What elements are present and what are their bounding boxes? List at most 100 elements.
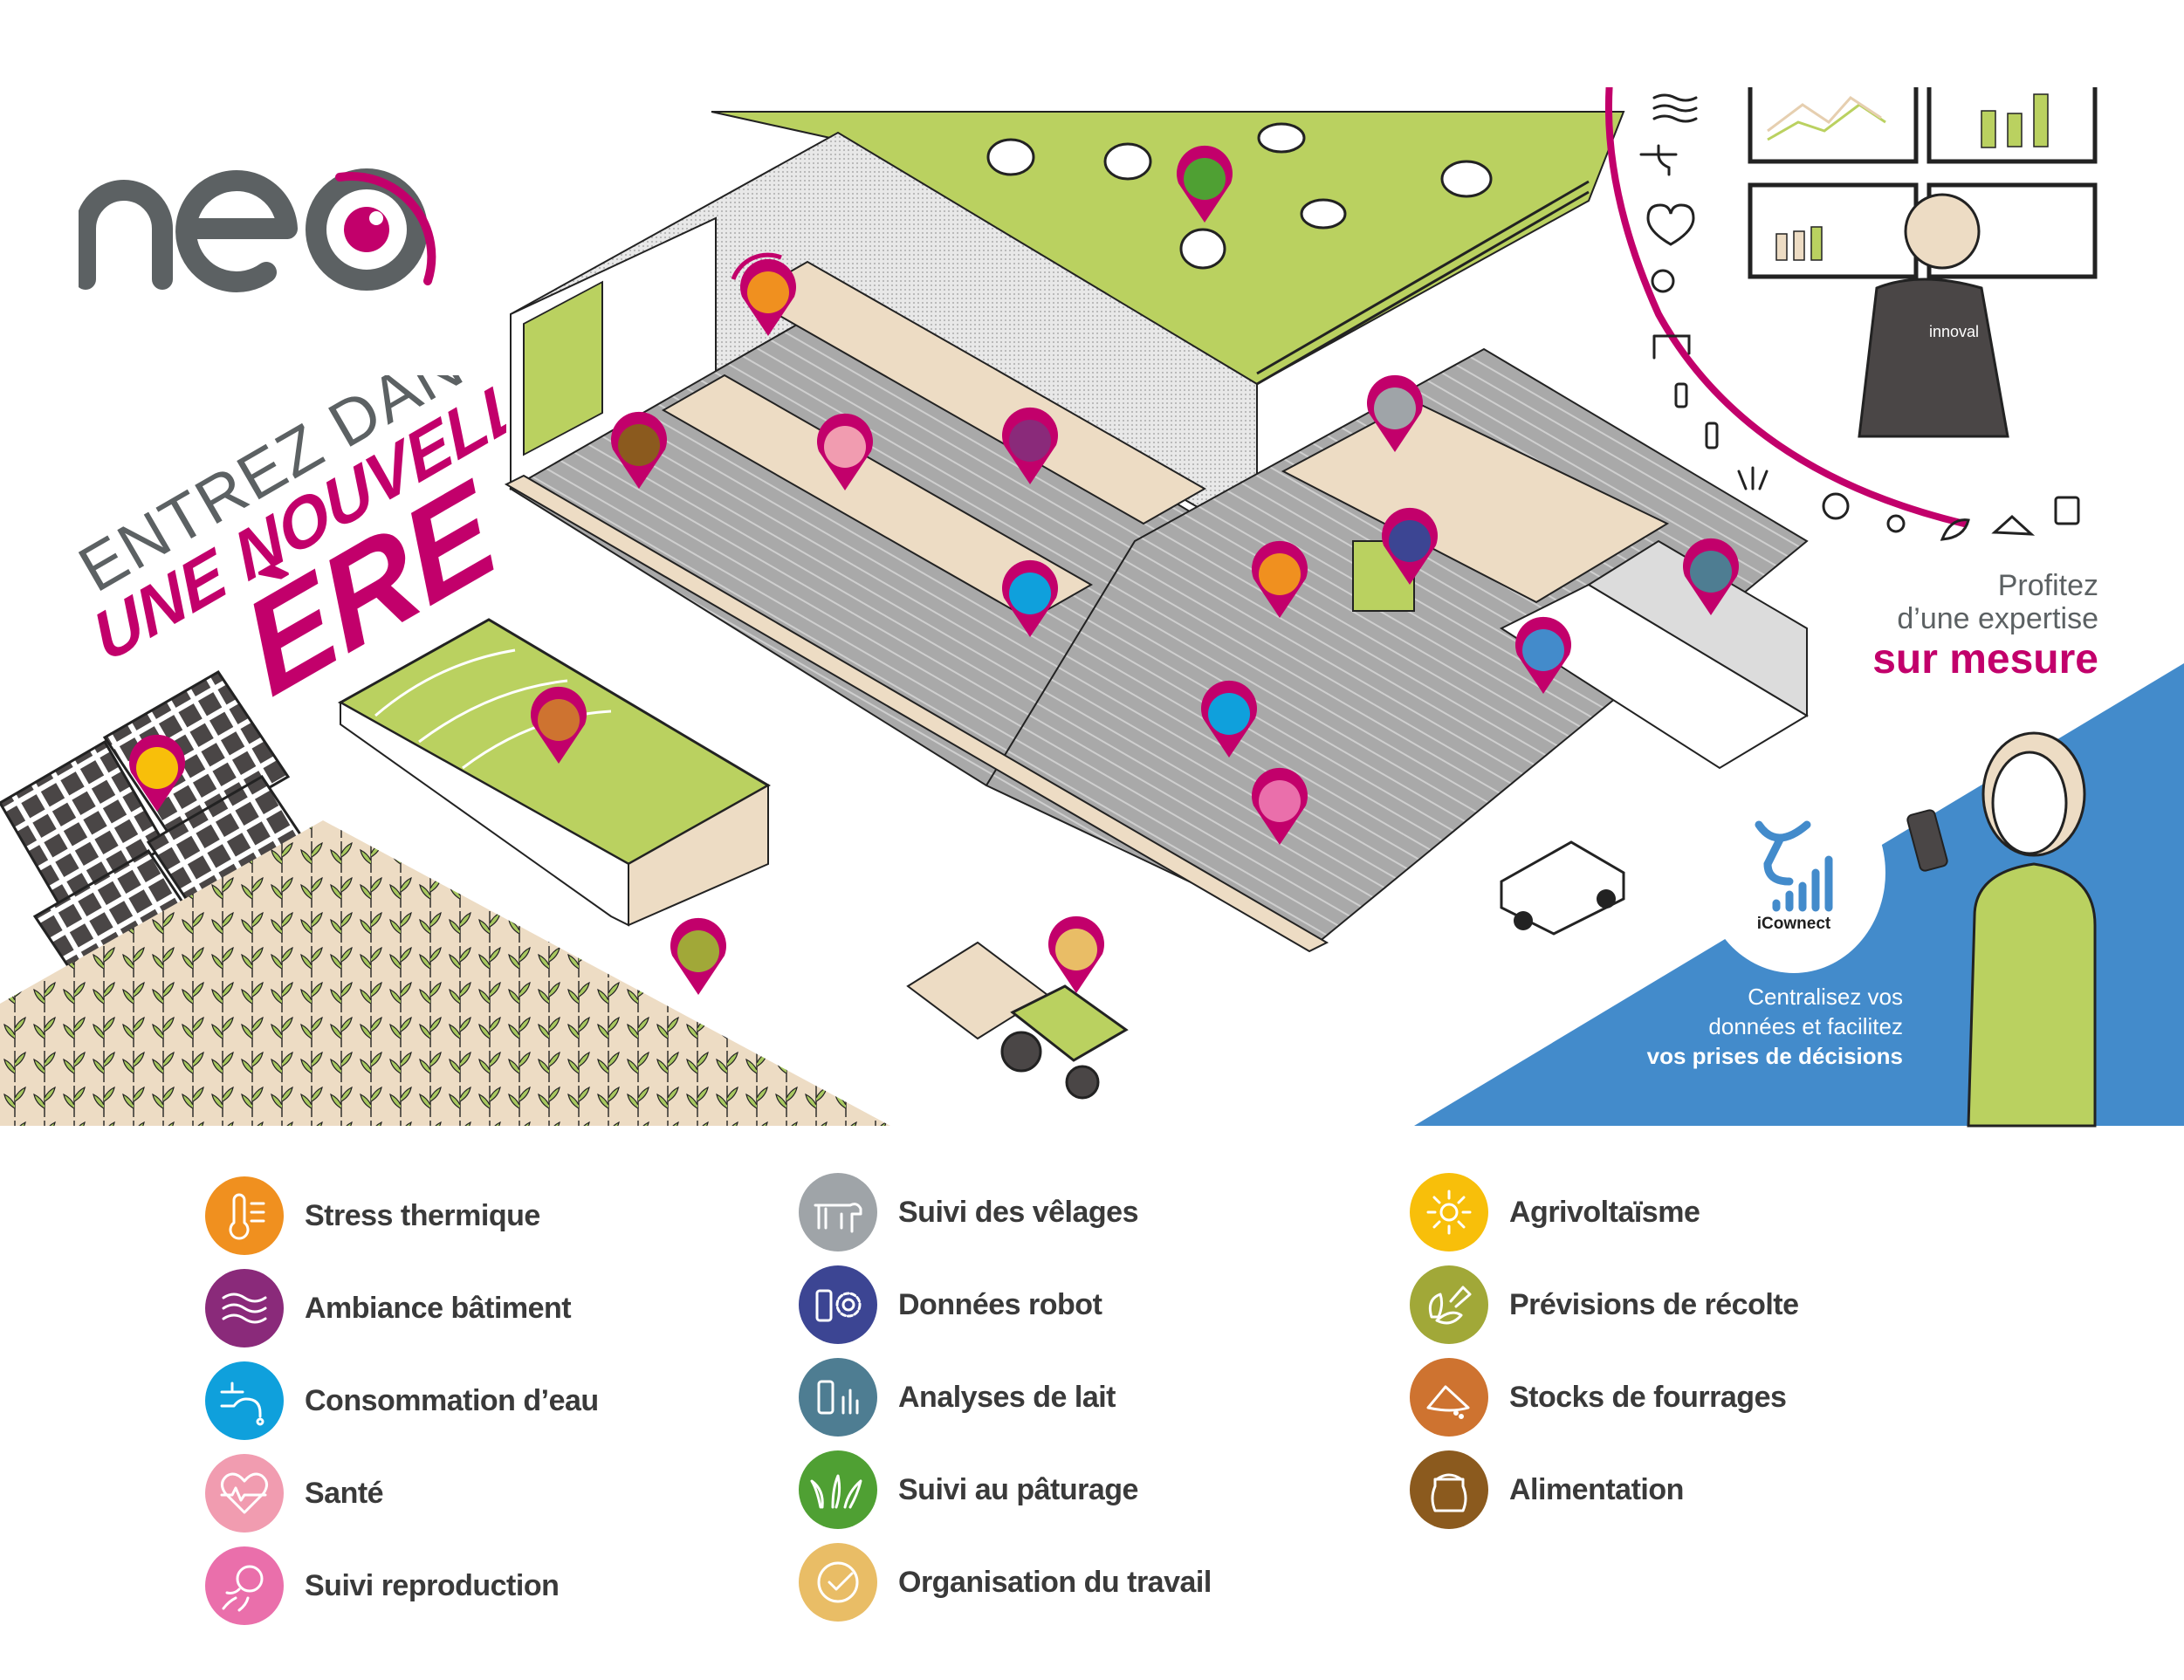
expertise-line-1: Profitez [1997, 569, 2098, 602]
grass-icon [799, 1450, 877, 1529]
pin-stocks-fourrages [531, 686, 587, 764]
pin-donnees-robot [1382, 507, 1438, 585]
water-tap-icon [205, 1361, 284, 1440]
pin-suivi-paturage [1177, 145, 1233, 223]
corn-field [0, 820, 890, 1126]
pasture-cows [986, 122, 1493, 270]
expertise-line-3: sur mesure [1872, 636, 2098, 682]
sun-icon [1410, 1173, 1488, 1251]
pin-stress-thermique [731, 252, 796, 336]
pin-organisation-travail [1048, 915, 1104, 993]
pin-consommation-eau-2 [1201, 680, 1257, 758]
neo-logo [79, 148, 463, 297]
thermometer-icon [205, 1176, 284, 1255]
pin-velages [1367, 374, 1423, 452]
feeding-alley [504, 474, 1329, 953]
arc-waves-icon [1652, 93, 1698, 123]
tractor [906, 941, 1129, 1100]
legend-item: Prévisions de récolte [1410, 1258, 1799, 1351]
reproduction-icon [205, 1546, 284, 1625]
arc-heart-icon [1646, 203, 1695, 246]
arc-calf-icon [1652, 334, 1691, 360]
arc-grass-icon [1737, 466, 1768, 490]
legend-label: Organisation du travail [898, 1565, 1212, 1599]
legend-label: Prévisions de récolte [1509, 1287, 1799, 1321]
pin-icownect [1515, 616, 1571, 694]
pin-reproduction [1252, 767, 1308, 845]
slogan: ENTREZ DANS UNE NOUVELLE ÈRE [70, 375, 506, 742]
farmer-woman [1906, 731, 2097, 1128]
legend-item: Agrivoltaïsme [1410, 1166, 1799, 1258]
arc-icon-list [1639, 93, 2080, 541]
pin-stress-thermique-2 [1252, 540, 1308, 618]
icownect-line-2: données et facilitez [1708, 1013, 1903, 1039]
cubicle-row [661, 374, 1094, 621]
heart-pulse-icon [205, 1454, 284, 1533]
legend-item: Suivi au pâturage [799, 1443, 1212, 1536]
pin-consommation-eau [1002, 559, 1058, 637]
icownect-line-3: vos prises de décisions [1646, 1043, 1903, 1069]
expertise-caption: Profitez d’une expertise sur mesure [1872, 569, 2098, 684]
farm-illustration: innoval [0, 87, 2184, 1130]
innoval-operator: innoval [1858, 193, 2009, 438]
arc-sun-icon [1886, 514, 1906, 533]
milk-robot-gear-icon [799, 1265, 877, 1344]
corn-icon [1410, 1265, 1488, 1344]
milk-analysis-icon [799, 1358, 877, 1437]
pin-agrivoltaisme [129, 734, 185, 812]
legend-label: Suivi des vêlages [898, 1195, 1139, 1229]
pin-ambiance [1002, 407, 1058, 484]
clock-check-icon [799, 1543, 877, 1622]
map-pins [129, 145, 1739, 995]
legend-label: Données robot [898, 1287, 1102, 1321]
legend-label: Suivi au pâturage [898, 1472, 1138, 1506]
legend-label: Stress thermique [305, 1198, 540, 1232]
expertise-arc [1604, 87, 1968, 527]
icownect-logo [1755, 820, 1833, 912]
expertise-line-2: d’une expertise [1897, 602, 2098, 635]
monitor-bars [1775, 93, 2049, 261]
arc-milk-icon [1705, 422, 1719, 449]
operator-shirt-logo: innoval [1929, 323, 1979, 340]
pin-sante [817, 413, 873, 490]
legend-item: Suivi reproduction [205, 1539, 599, 1632]
legend-item: Stocks de fourrages [1410, 1351, 1799, 1443]
air-waves-icon [205, 1269, 284, 1347]
arc-corn-icon [1940, 518, 1970, 541]
arc-forage-icon [1991, 514, 2036, 536]
icownect-line-1: Centralisez vos [1748, 984, 1903, 1010]
feed-sack-icon [1410, 1450, 1488, 1529]
arc-robot-icon [1674, 382, 1688, 408]
icownect-bubble [1702, 772, 1885, 973]
legend-label: Ambiance bâtiment [305, 1291, 572, 1325]
service-van [1500, 840, 1625, 936]
legend-label: Analyses de lait [898, 1380, 1116, 1414]
calf-icon [799, 1173, 877, 1251]
forage-pile-icon [1410, 1358, 1488, 1437]
pasture-field [711, 111, 1625, 386]
legend-label: Agrivoltaïsme [1509, 1195, 1700, 1229]
legend-item: Analyses de lait [799, 1351, 1212, 1443]
arc-reproduction-icon [1651, 269, 1675, 293]
icownect-app-name: iCownect [1756, 915, 1831, 933]
legend-label: Stocks de fourrages [1509, 1380, 1787, 1414]
pin-analyses-lait [1683, 538, 1739, 615]
legend-label: Santé [305, 1476, 384, 1510]
legend-item: Santé [205, 1447, 599, 1539]
legend-item: Suivi des vêlages [799, 1166, 1212, 1258]
arc-tap-icon [1639, 144, 1678, 176]
legend-item: Ambiance bâtiment [205, 1262, 599, 1354]
legend-item: Données robot [799, 1258, 1212, 1351]
pin-alimentation [611, 411, 667, 489]
legend-item: Consommation d’eau [205, 1354, 599, 1447]
legend-item: Alimentation [1410, 1443, 1799, 1536]
legend-label: Consommation d’eau [305, 1383, 599, 1417]
icownect-caption: Centralisez vos données et facilitez vos… [1484, 982, 1903, 1071]
legend-label: Alimentation [1509, 1472, 1684, 1506]
legend-item: Organisation du travail [799, 1536, 1212, 1629]
arc-clock-icon [1822, 492, 1850, 520]
